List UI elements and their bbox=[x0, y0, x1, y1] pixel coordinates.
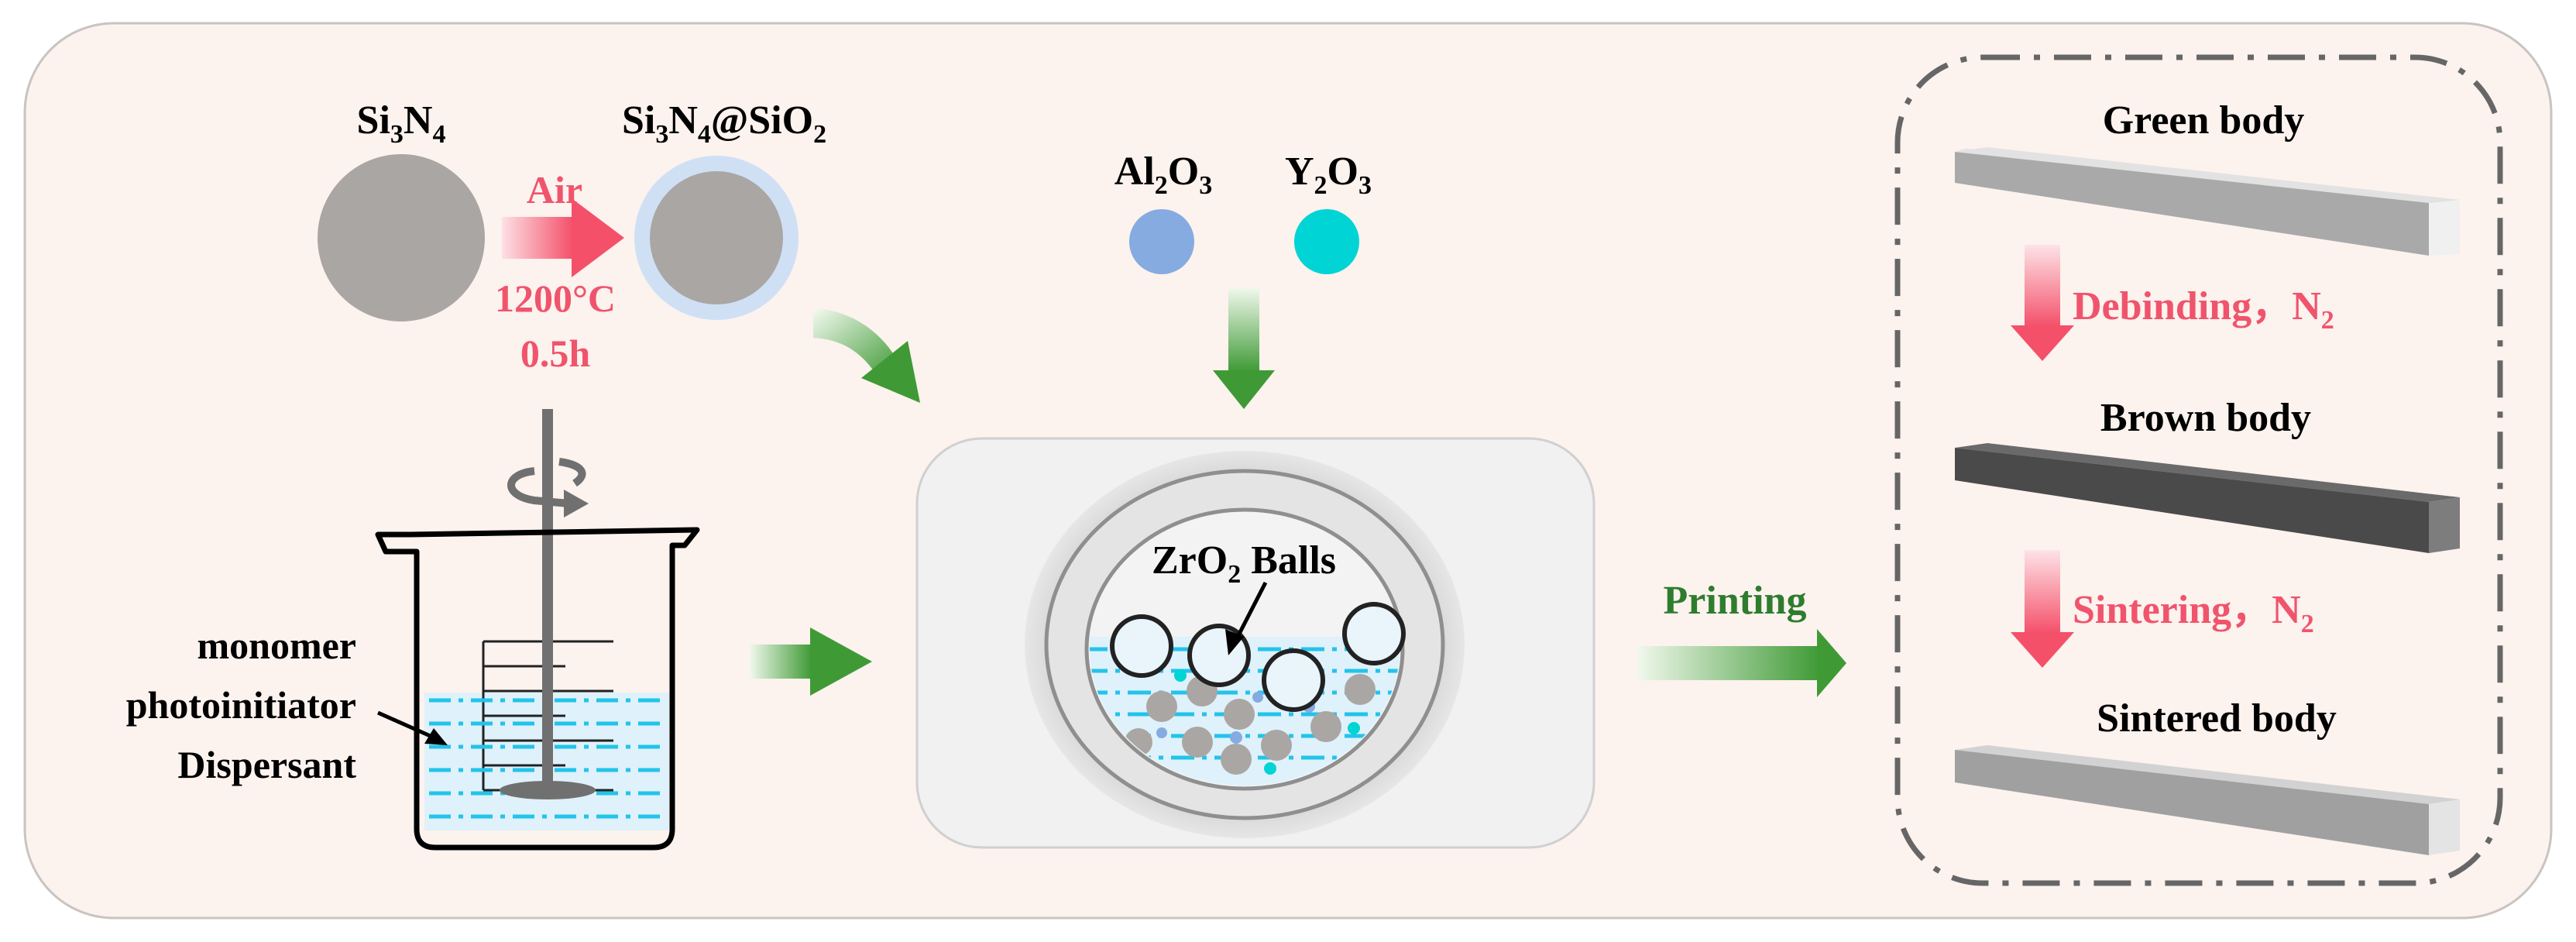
arrow-beaker-to-jar bbox=[750, 627, 872, 696]
rotation-arrow bbox=[507, 467, 570, 507]
curved-arrow-to-jar bbox=[813, 308, 920, 403]
printing-arrow bbox=[1637, 629, 1846, 697]
zro2-pointer-arrow bbox=[1225, 581, 1268, 655]
duration-label: 0.5h bbox=[520, 332, 591, 375]
sintering-arrow bbox=[2011, 550, 2074, 668]
dispersant-label: Dispersant bbox=[177, 743, 356, 786]
green-body-label: Green body bbox=[2103, 98, 2305, 143]
ball-mill-jar bbox=[915, 437, 1595, 849]
y2o3-label: Y2O3 bbox=[1285, 150, 1372, 200]
photoinitiator-label: photoinitiator bbox=[126, 683, 356, 727]
post-processing-frame bbox=[1894, 54, 2503, 886]
sintering-label: Sintering，N2 bbox=[2073, 588, 2314, 638]
sintered-body-label: Sintered body bbox=[2097, 696, 2337, 741]
printing-label: Printing bbox=[1664, 579, 1807, 623]
si3n4-sio2-label: Si3N4@SiO2 bbox=[622, 98, 826, 149]
brown-body-label: Brown body bbox=[2100, 396, 2311, 440]
al2o3-particle bbox=[1129, 209, 1194, 274]
brown-body-bar bbox=[1955, 443, 2460, 553]
sintered-body-bar bbox=[1955, 745, 2460, 855]
air-label: Air bbox=[527, 168, 582, 211]
green-body-bar bbox=[1955, 147, 2460, 256]
si3n4-core bbox=[650, 171, 783, 304]
air-arrow bbox=[502, 198, 624, 277]
debinding-label: Debinding，N2 bbox=[2073, 284, 2334, 335]
monomer-label: monomer bbox=[197, 624, 357, 667]
si3n4-label: Si3N4 bbox=[357, 98, 446, 149]
down-arrow-to-jar bbox=[1213, 288, 1275, 409]
beaker-pointer-arrow bbox=[376, 710, 448, 745]
si3n4-particle bbox=[318, 154, 485, 321]
al2o3-label: Al2O3 bbox=[1115, 150, 1212, 200]
debinding-arrow bbox=[2011, 245, 2074, 361]
zro2-balls-label: ZrO2 Balls bbox=[1152, 538, 1336, 589]
y2o3-particle bbox=[1294, 209, 1359, 274]
temperature-label: 1200°C bbox=[495, 277, 616, 320]
